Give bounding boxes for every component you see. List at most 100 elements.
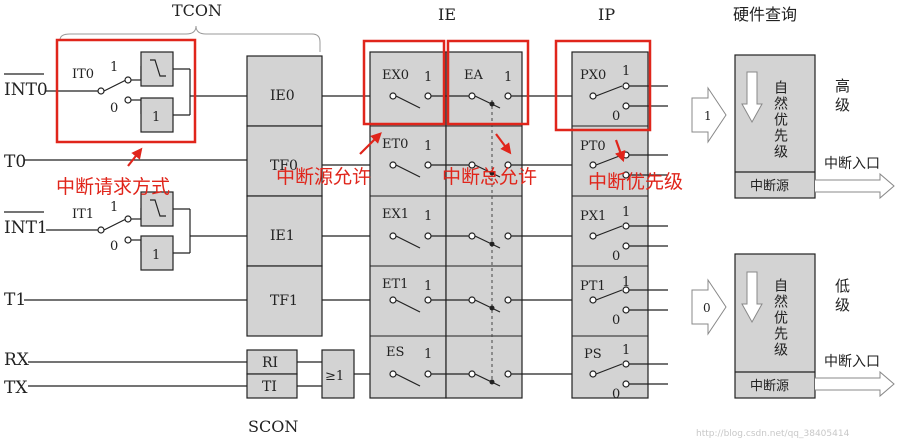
high-interrupt-source-label: 中断源 [750,179,789,194]
annotation-source-enable: 中断源允许 [276,166,371,188]
et1-label: ET1 [382,277,408,292]
it1-one-label: 1 [110,200,118,215]
ri-flag-label: RI [262,355,278,371]
it1-level-value: 1 [152,248,160,263]
int0-input-label: INT0 [4,80,48,100]
it0-level-value: 1 [152,110,160,125]
px0-one: 1 [622,64,630,79]
ps-one: 1 [622,343,630,358]
es-one: 1 [424,347,432,362]
es-label: ES [386,345,404,360]
low-level-input-value: 0 [703,301,711,315]
pt0-label: PT0 [580,139,606,154]
tf0-flag-label: TF0 [270,158,298,174]
ps-label: PS [584,347,602,362]
px0-label: PX0 [580,68,606,83]
svg-text:自然优先级: 自然优先级 [772,278,788,358]
rx-input-label: RX [4,350,30,370]
pt1-zero: 0 [612,313,620,328]
et0-one: 1 [424,139,432,154]
px1-one: 1 [622,205,630,220]
px0-zero: 0 [612,109,620,124]
ip-header: IP [598,5,615,24]
int1-input-label: INT1 [4,218,48,238]
high-natural-priority-text: 自然优先级 [772,80,788,160]
it0-selector [97,66,142,114]
ea-one: 1 [504,70,512,85]
low-down-arrow-icon [741,271,763,324]
annotation-global-enable: 中断总允许 [442,166,537,188]
it0-edge-symbol [150,59,166,77]
ex1-one: 1 [424,209,432,224]
it1-label: IT1 [72,207,94,222]
or-gate-label: ≥1 [325,369,344,384]
high-interrupt-entry-label: 中断入口 [824,156,880,172]
highlight-tcon-mode [55,38,197,144]
low-natural-priority-text: 自然优先级 [772,278,788,358]
tf0-flag-block [246,125,323,197]
ti-flag-block [246,373,298,399]
tx-input-label: TX [4,378,28,398]
it1-selector [97,208,142,252]
hardware-header: 硬件查询 [733,5,797,24]
ie1-flag-block [246,195,323,267]
ip-switches [589,82,668,388]
tf1-flag-block [246,265,323,337]
ps-zero: 0 [612,387,620,402]
px1-zero: 0 [612,249,620,264]
ie-switches [389,92,512,387]
low-interrupt-source-label: 中断源 [750,379,789,394]
low-level-input-arrow [691,278,727,336]
red-highlights [55,38,652,144]
it0-one-label: 1 [110,60,118,75]
it0-edge-detector [140,51,174,87]
annotation-priority: 中断优先级 [588,171,683,193]
low-interrupt-entry-label: 中断入口 [824,354,880,370]
t0-input-label: T0 [4,152,26,172]
highlight-ex0 [362,39,446,126]
signal-lines [24,90,390,387]
high-down-arrow-icon [741,71,763,124]
it1-edge-detector [140,191,174,227]
highlight-px0 [554,39,652,132]
low-level-label: 低级 [833,278,851,316]
et0-label: ET0 [382,137,408,152]
it0-label: IT0 [72,67,94,82]
et1-one: 1 [424,279,432,294]
ie0-flag-label: IE0 [270,88,295,104]
it1-zero-label: 0 [110,239,118,254]
t1-input-label: T1 [4,290,26,310]
scon-label: SCON [248,417,298,436]
ie1-flag-label: IE1 [270,228,295,244]
tcon-brace [59,25,321,52]
highlight-ea [446,39,530,126]
ex0-one: 1 [424,70,432,85]
px1-label: PX1 [580,209,606,224]
ti-flag-label: TI [262,379,277,395]
it1-edge-symbol [150,199,166,217]
tf1-flag-label: TF1 [270,293,298,309]
high-exit-arrow [815,172,895,200]
annotation-pointers [127,132,626,167]
ex1-label: EX1 [382,207,409,222]
watermark-text: http://blog.csdn.net/qq_38405414 [696,429,850,439]
pt1-label: PT1 [580,279,606,294]
svg-text:自然优先级: 自然优先级 [772,80,788,160]
ie-header: IE [438,5,456,24]
high-level-label: 高级 [833,78,851,116]
pt1-one: 1 [622,275,630,290]
annotation-request-mode: 中断请求方式 [56,176,170,198]
ea-label: EA [464,68,483,83]
or-gate [321,349,355,399]
high-level-input-value: 1 [704,109,712,123]
ip-priority-column [571,51,649,399]
it0-zero-label: 0 [110,101,118,116]
ea-global-enable-column [445,51,523,399]
ie0-flag-block [246,55,323,127]
low-exit-arrow [815,370,895,398]
ex0-label: EX0 [382,68,409,83]
tcon-flag-column [246,55,323,337]
high-level-input-arrow [691,86,727,144]
